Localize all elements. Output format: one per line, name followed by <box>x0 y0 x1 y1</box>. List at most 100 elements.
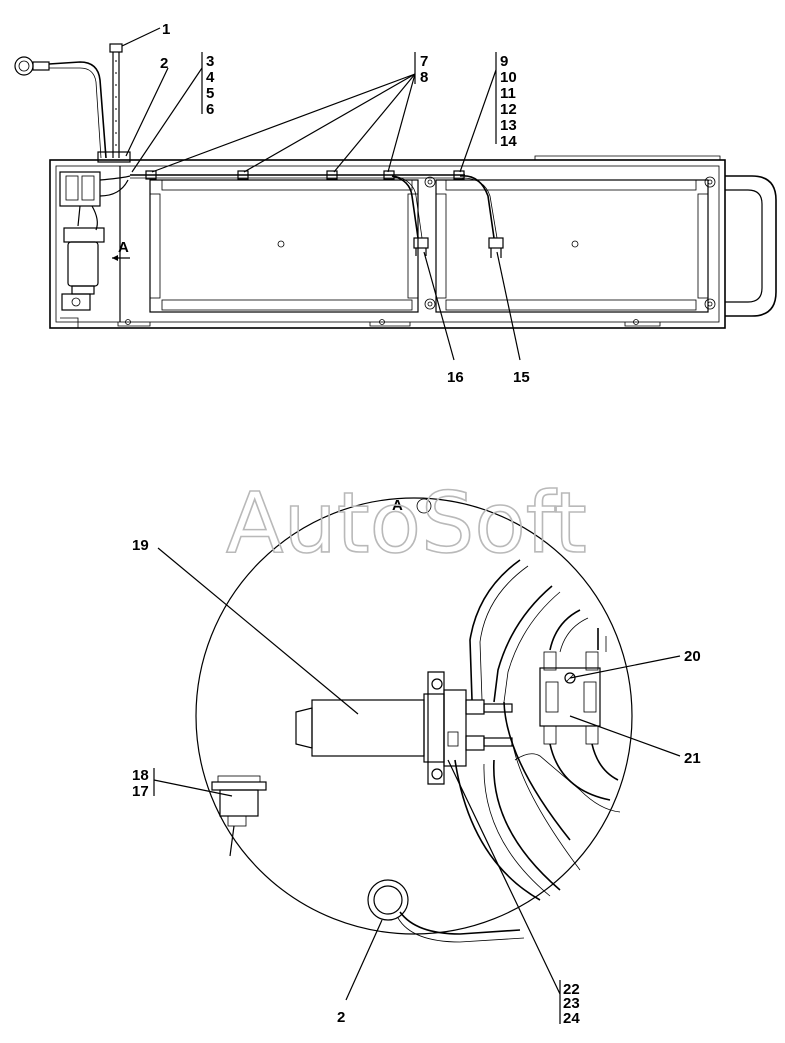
pump-flange <box>423 693 445 763</box>
panel-1-right-bar <box>407 193 419 299</box>
connector-body <box>413 237 429 249</box>
connector-pins <box>490 248 502 258</box>
callout-8: 8 <box>420 69 428 86</box>
cable-b-edge <box>503 591 561 703</box>
callout-21: 21 <box>684 750 701 767</box>
pump-nozzle <box>295 707 313 749</box>
branch-15-cable <box>459 175 495 239</box>
screw-center <box>707 179 713 185</box>
cable-g-edge <box>511 739 581 871</box>
fuse-element <box>583 681 597 713</box>
detail-circle <box>195 497 633 935</box>
device-base-hole <box>71 297 81 307</box>
callout-6: 6 <box>206 101 214 118</box>
panel-1-center-hole <box>277 240 285 248</box>
top-assembly-view: A 1 2 3 4 5 6 7 8 9 10 11 12 13 14 15 16 <box>14 21 777 386</box>
branch-15-cable-edge <box>461 177 498 239</box>
callout-14: 14 <box>500 133 517 150</box>
sensor-boot <box>227 815 247 827</box>
panel-2-right-bar <box>697 193 709 299</box>
device-base <box>61 293 91 311</box>
callout-2-detail: 2 <box>337 1009 345 1026</box>
leader-7-8 <box>151 73 416 173</box>
panel-1-bottom-bar <box>161 299 413 311</box>
terminal-block <box>443 689 467 767</box>
leader-21 <box>569 715 681 757</box>
fuse-holder-top-lug <box>543 651 557 671</box>
panel-2-top-bar <box>445 179 697 191</box>
leader-16 <box>423 251 455 361</box>
clip <box>383 170 395 180</box>
frame-outline <box>49 159 726 329</box>
screw-center <box>427 301 433 307</box>
terminal-lug-upper <box>465 699 485 715</box>
handle-inner <box>725 189 763 303</box>
clip <box>453 170 465 180</box>
rod-cap <box>109 43 123 53</box>
callout-22: 22 <box>563 981 580 998</box>
callout-19: 19 <box>132 537 149 554</box>
terminal-lug-lower <box>465 735 485 751</box>
leader-3-6 <box>131 67 203 173</box>
screw <box>704 298 716 310</box>
leader-19 <box>157 547 359 715</box>
cable-f <box>591 743 619 781</box>
cable-g <box>503 701 571 841</box>
rivet <box>633 319 639 325</box>
detail-marker-circle <box>416 498 432 514</box>
callout-12: 12 <box>500 101 517 118</box>
cable-a-edge <box>479 565 529 701</box>
ground-cable-detail <box>399 911 521 935</box>
cable-c-edge <box>559 617 589 653</box>
detail-view-a: A <box>132 497 701 1027</box>
panel-1 <box>149 179 419 313</box>
panel-2-center-hole <box>571 240 579 248</box>
leader-17-18 <box>153 779 233 797</box>
view-arrow-head <box>112 255 118 261</box>
callout-4: 4 <box>206 69 215 86</box>
view-marker-a: A <box>118 239 129 256</box>
pump-body <box>311 699 425 757</box>
leader-15 <box>496 251 521 361</box>
panel-1-left-bar <box>149 193 161 299</box>
leader-2-detail <box>345 919 383 1001</box>
callout-24: 24 <box>563 1010 580 1027</box>
leader-1 <box>121 27 161 47</box>
clip <box>326 170 338 180</box>
leader-7-8 <box>387 73 416 173</box>
frame-top-rim <box>534 155 721 160</box>
cable-c <box>549 609 581 651</box>
device-mount <box>63 227 105 243</box>
panel-2 <box>435 179 709 313</box>
leader-2 <box>125 67 169 157</box>
fuse-holder-bottom-lug <box>543 725 557 745</box>
pump-bracket <box>427 671 445 785</box>
bottom-bracket <box>117 322 151 327</box>
detail-marker-a: A <box>392 497 403 514</box>
ground-ring-inner <box>373 885 403 915</box>
panel-2-bottom-bar <box>445 299 697 311</box>
device-wires <box>77 205 98 231</box>
relay-wires <box>99 175 131 197</box>
callout-7: 7 <box>420 53 428 70</box>
fuse-holder <box>539 667 601 727</box>
terminal-stud-lower <box>483 737 513 747</box>
callout-23: 23 <box>563 995 580 1012</box>
handle-outer <box>725 175 777 317</box>
frame-inner <box>55 165 720 323</box>
watermark: AutoSoft <box>226 474 587 572</box>
sensor-cable <box>229 825 235 857</box>
screw <box>424 298 436 310</box>
bottom-bracket <box>60 317 79 328</box>
leader-9-14 <box>459 69 497 173</box>
leader-7-8 <box>243 73 416 173</box>
sensor-flange <box>211 781 267 791</box>
bottom-bracket <box>624 322 661 327</box>
branch-16-cable-edge <box>394 175 423 239</box>
connector-body <box>488 237 504 249</box>
callout-13: 13 <box>500 117 517 134</box>
cable-b <box>493 585 553 703</box>
callout-16: 16 <box>447 369 464 386</box>
callout-2: 2 <box>160 55 168 72</box>
leader-7-8 <box>333 73 416 173</box>
